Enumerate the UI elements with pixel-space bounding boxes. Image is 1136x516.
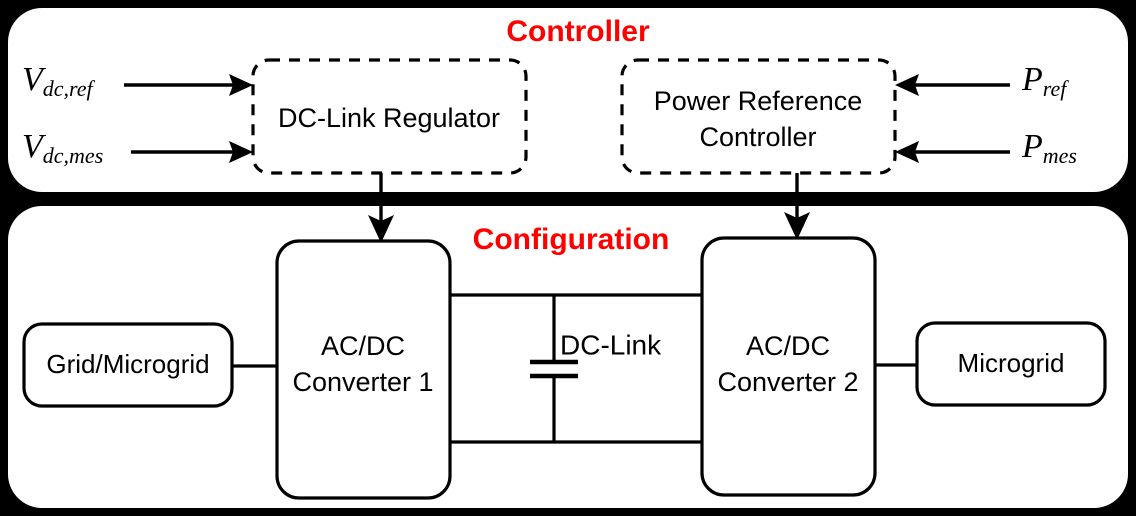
signal-arrowhead-p-mes	[895, 141, 919, 163]
signal-label-p-mes: Pmes	[1021, 128, 1077, 168]
block-ac-dc-converter-1-label-line1: AC/DC	[321, 331, 405, 361]
signal-label-p-ref-base: P	[1021, 61, 1043, 98]
signal-arrowhead-vdc-mes	[229, 141, 253, 163]
block-microgrid-label: Microgrid	[958, 348, 1065, 378]
block-power-reference-controller[interactable]	[620, 58, 897, 175]
block-dc-link-regulator[interactable]	[251, 58, 528, 175]
signal-arrowhead-vdc-ref	[229, 74, 253, 96]
control-arrowhead-regulator-to-converter1	[368, 215, 394, 243]
block-power-reference-controller-label-line2: Controller	[699, 122, 816, 152]
block-ac-dc-converter-2-label-line1: AC/DC	[746, 331, 830, 361]
signal-label-p-ref: Pref	[1021, 61, 1069, 101]
configuration-section-title: Configuration	[473, 223, 670, 256]
signal-arrowhead-p-ref	[895, 74, 919, 96]
block-ac-dc-converter-2-label-line2: Converter 2	[717, 367, 858, 397]
signal-label-p-ref-sub: ref	[1043, 76, 1070, 101]
signal-label-p-mes-sub: mes	[1043, 143, 1077, 168]
block-grid-microgrid-label: Grid/Microgrid	[46, 349, 209, 379]
block-power-reference-controller-label-line1: Power Reference	[654, 86, 863, 116]
block-ac-dc-converter-1[interactable]	[275, 239, 452, 500]
dc-link-label: DC-Link	[560, 329, 662, 360]
signal-label-vdc-mes-sub: dc,mes	[43, 143, 103, 168]
controller-section-title: Controller	[506, 15, 650, 48]
signal-label-p-mes-base: P	[1021, 128, 1043, 165]
block-ac-dc-converter-1-label-line2: Converter 1	[292, 367, 433, 397]
signal-label-vdc-ref-sub: dc,ref	[43, 76, 96, 101]
block-dc-link-regulator-label: DC-Link Regulator	[278, 103, 500, 133]
control-arrowhead-powerref-to-converter2	[784, 212, 810, 240]
